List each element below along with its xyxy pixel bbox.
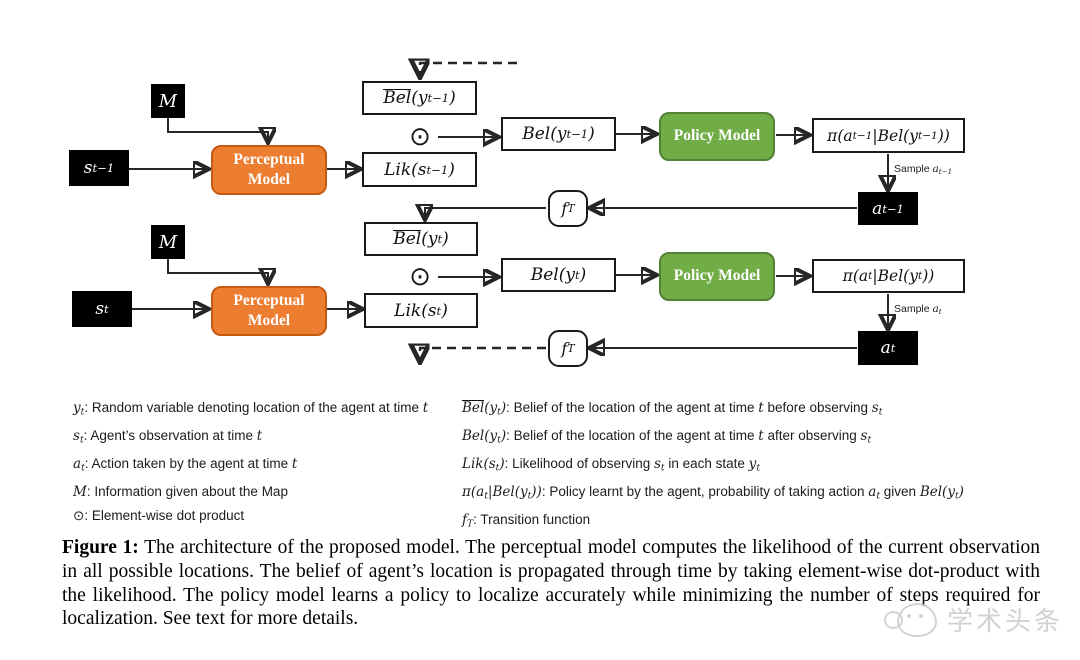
legend-item-dot-product: ⊙: Element-wise dot product	[73, 508, 245, 524]
legend-right-column: Bel(yt): Belief of the location of the a…	[462, 396, 964, 535]
map-box-cur: M	[151, 225, 185, 259]
legend-item-belief-bar: Bel(yt): Belief of the location of the a…	[462, 400, 883, 418]
legend-left-column: yt: Random variable denoting location of…	[73, 396, 428, 528]
watermark-chat-face-icon	[897, 602, 937, 637]
watermark-text: 学术头条	[947, 607, 1064, 637]
legend-item-s: st: Agent’s observation at time t	[73, 427, 263, 446]
legend-item-map: M: Information given about the Map	[73, 483, 288, 500]
watermark: 学术头条	[884, 601, 1063, 638]
legend-item-transition: fT: Transition function	[462, 511, 591, 529]
legend-item-a: at: Action taken by the agent at time t	[73, 455, 298, 474]
figure-caption: Figure 1: The architecture of the propos…	[62, 537, 1040, 630]
map-box-prev: M	[151, 84, 185, 118]
dashed-arrow-out-of-transition-cur	[420, 348, 546, 359]
policy-model-box-cur: Policy Model	[659, 252, 775, 301]
perceptual-model-box-prev: Perceptual Model	[211, 145, 327, 195]
arrow-map-to-perceptual-prev	[167, 118, 268, 140]
dot-product-icon-cur: ⊙	[409, 262, 431, 292]
dashed-arrow-into-belbar-prev	[420, 63, 517, 74]
policy-model-box-prev: Policy Model	[659, 112, 775, 161]
legend-item-belief: Bel(yt): Belief of the location of the a…	[462, 427, 872, 446]
sample-action-label-cur: Sample at	[894, 303, 942, 316]
sample-action-label-prev: Sample at−1	[894, 163, 953, 176]
perceptual-model-box-cur: Perceptual Model	[211, 286, 327, 336]
legend-item-policy: π(at|Bel(yt)): Policy learnt by the agen…	[462, 483, 964, 501]
arrow-transition-prev-to-belbar-cur	[425, 208, 546, 217]
dot-product-icon-prev: ⊙	[409, 122, 431, 152]
arrow-map-to-perceptual-cur	[167, 259, 268, 281]
legend-item-likelihood: Lik(st): Likelihood of observing st in e…	[462, 455, 760, 474]
legend-item-y: yt: Random variable denoting location of…	[73, 400, 429, 418]
